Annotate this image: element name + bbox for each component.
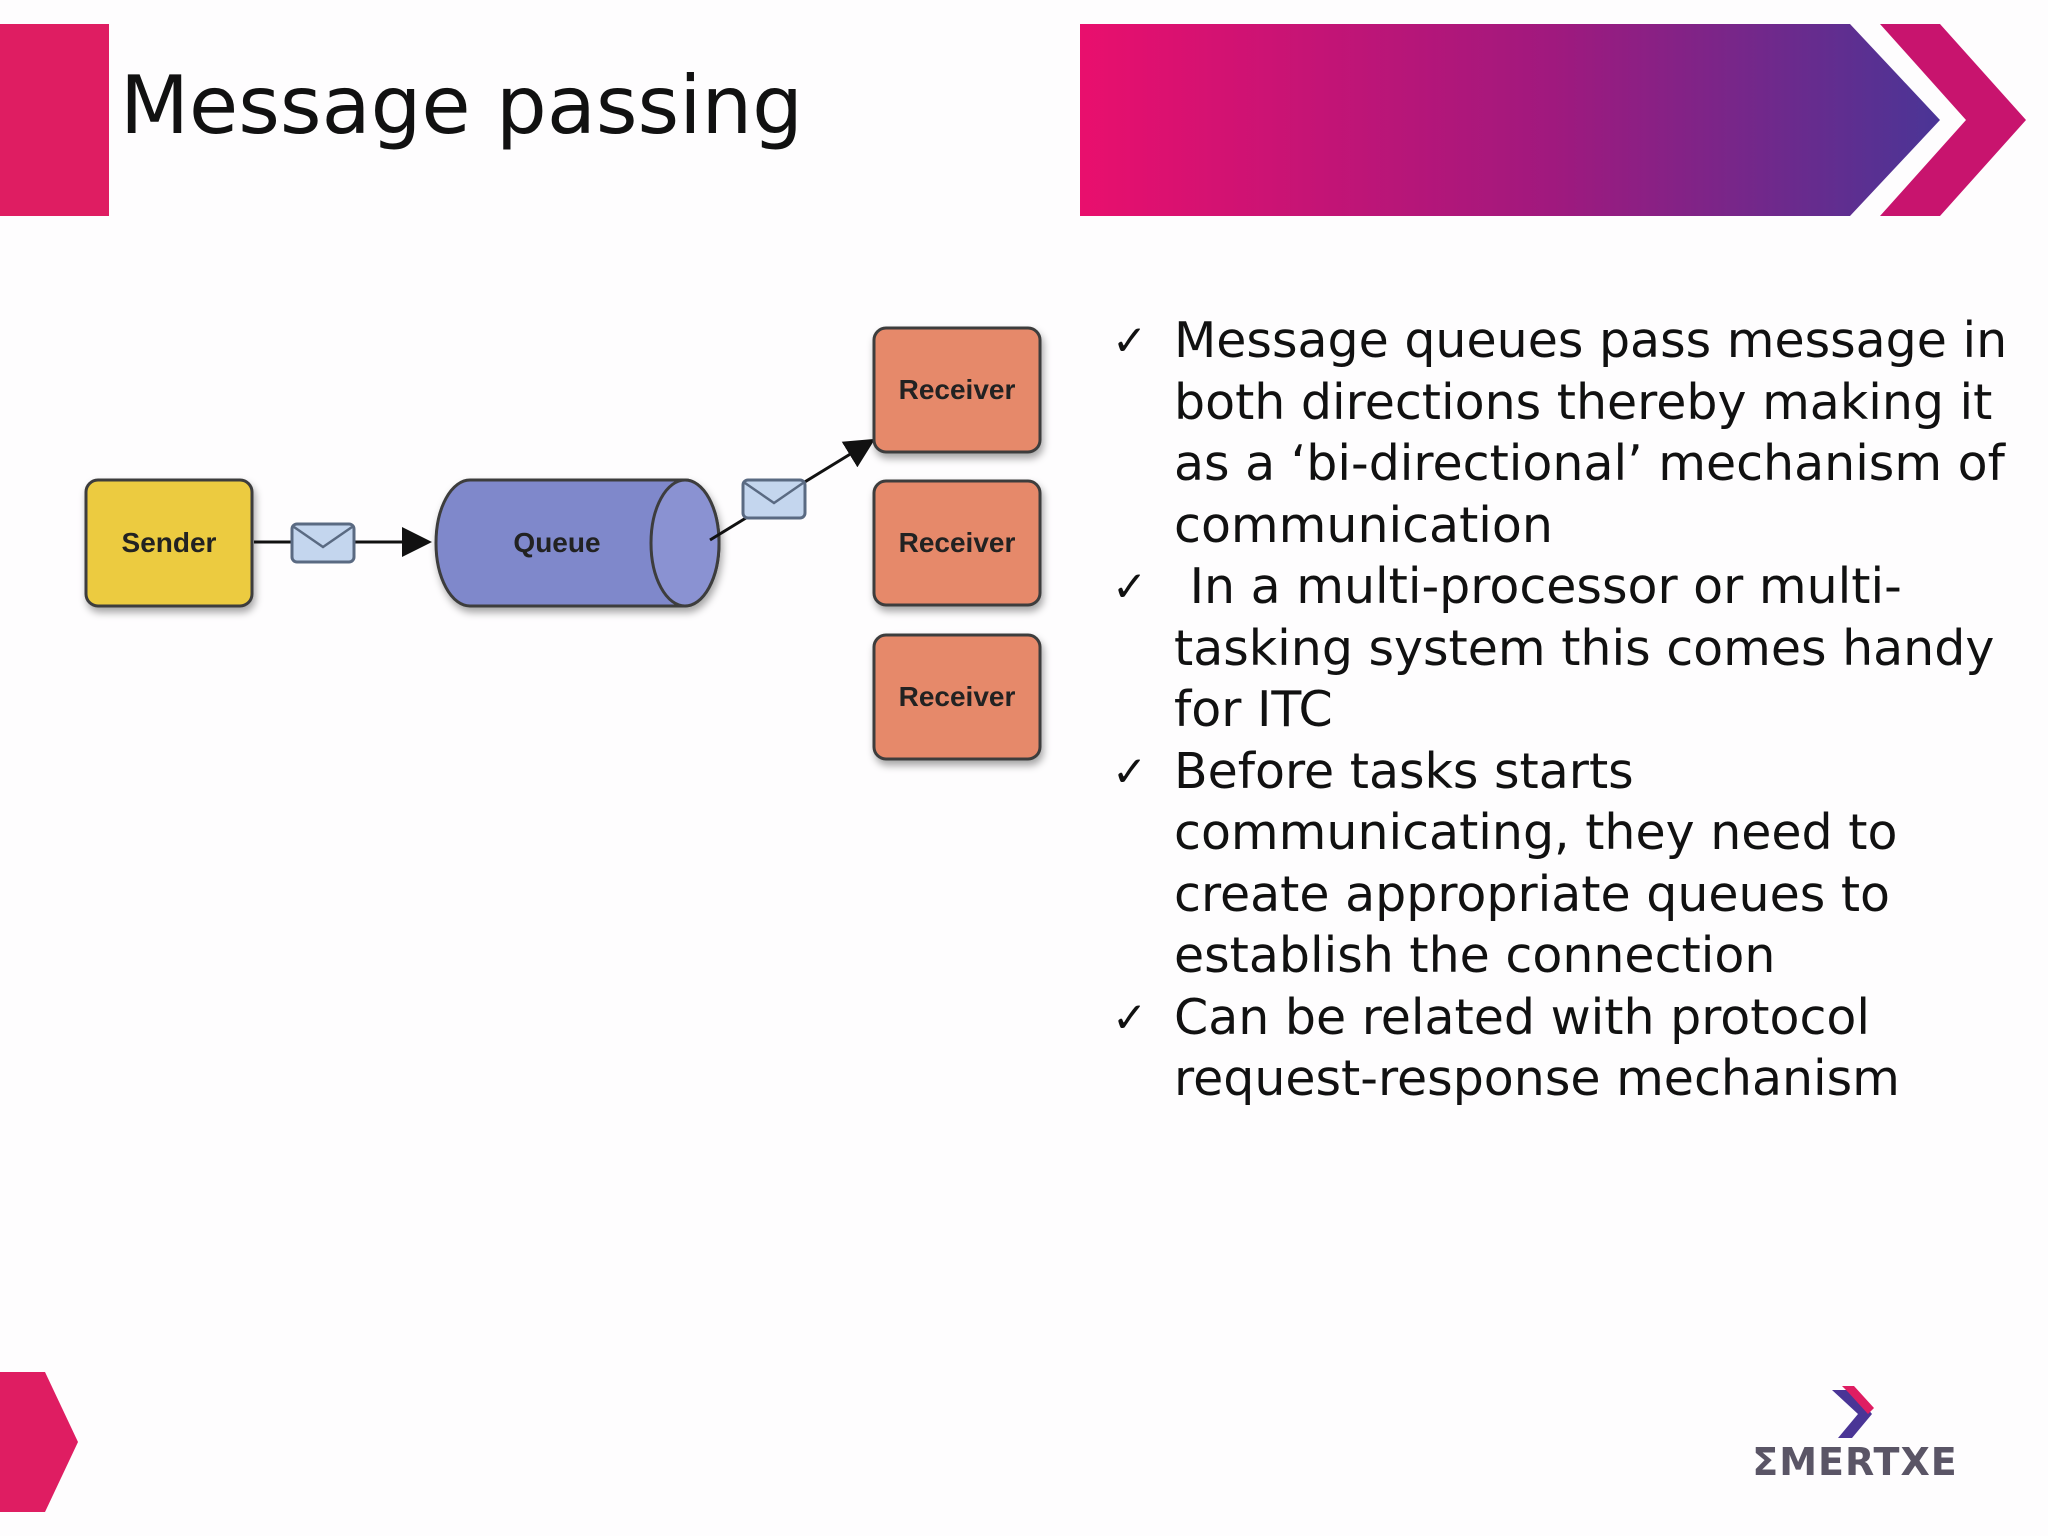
queue-node (434, 478, 721, 608)
checkmark-icon: ✓ (1112, 562, 1148, 611)
bullet-list: ✓ Message queues pass message in both di… (1110, 310, 2010, 1110)
bullet-text: Before tasks starts communicating, they … (1174, 742, 1913, 985)
receiver-node: Receiver (872, 633, 1042, 761)
logo-chevron-icon (1832, 1386, 1874, 1438)
queue-label: Queue (513, 527, 600, 558)
corner-arrow-icon (0, 1372, 78, 1512)
checkmark-icon: ✓ (1112, 746, 1148, 796)
bullet-text: In a multi-processor or multi-tasking sy… (1174, 558, 2010, 738)
bullet-item: ✓ Can be related with protocol request-r… (1110, 987, 2010, 1110)
bullet-item: ✓ Message queues pass message in both di… (1110, 310, 2010, 556)
slide-title: Message passing (120, 59, 803, 152)
checkmark-icon: ✓ (1112, 992, 1148, 1042)
receiver-node: Receiver (872, 479, 1042, 607)
logo-text: ΣMERTXE (1752, 1440, 1958, 1484)
title-accent-bar (0, 24, 109, 216)
bullet-item: ✓ In a multi-processor or multi-tasking … (1110, 556, 2010, 741)
bullet-text: Can be related with protocol request-res… (1174, 988, 1900, 1108)
envelope-icon (741, 478, 807, 520)
header-banner (1080, 24, 2026, 216)
checkmark-icon: ✓ (1112, 316, 1148, 365)
receiver-label: Receiver (899, 681, 1016, 712)
sender-node: Sender (84, 478, 254, 608)
envelope-icon (290, 522, 356, 564)
bullet-text: Message queues pass message in both dire… (1174, 312, 2023, 554)
receiver-label: Receiver (899, 527, 1016, 558)
chevron-icon (1880, 24, 2026, 216)
message-queue-diagram: Sender Queue Receiver Receiver Receiver (84, 326, 1042, 761)
receiver-label: Receiver (899, 374, 1016, 405)
bullet-item: ✓ Before tasks starts communicating, the… (1110, 741, 2010, 987)
receiver-node: Receiver (872, 326, 1042, 454)
sender-label: Sender (122, 527, 217, 558)
company-logo: ΣMERTXE (1750, 1386, 1960, 1486)
